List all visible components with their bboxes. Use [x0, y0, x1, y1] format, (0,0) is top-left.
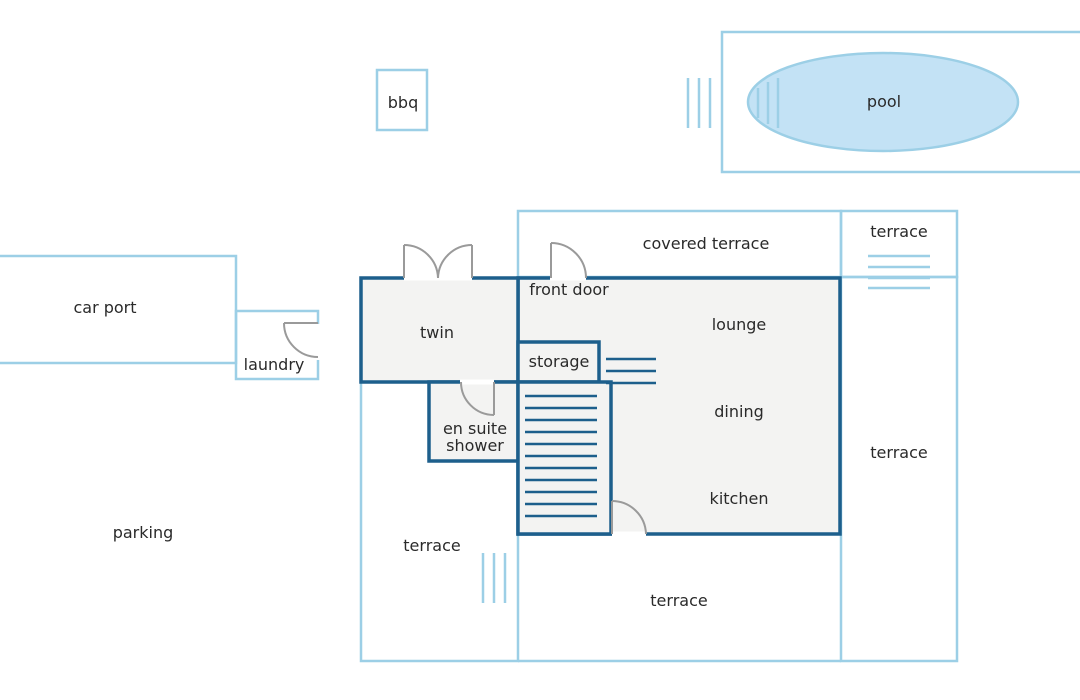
parking-label: parking — [113, 523, 174, 542]
terrace-left-outline — [359, 382, 520, 663]
bbq-label: bbq — [388, 93, 418, 112]
terrace-bottom-label: terrace — [650, 591, 707, 610]
pool-steps — [756, 78, 780, 128]
terrace-top-right-label: terrace — [870, 222, 927, 241]
front-door[interactable] — [550, 242, 587, 279]
kitchen-door[interactable] — [611, 500, 647, 535]
laundry-label: laundry — [244, 355, 305, 374]
en-suite-door[interactable] — [460, 381, 495, 416]
storage-side-stairs — [606, 357, 656, 385]
storage-label: storage — [529, 352, 590, 371]
twin-double-door[interactable] — [403, 244, 473, 279]
terrace-left-steps — [481, 553, 507, 603]
dining-label: dining — [714, 402, 763, 421]
pool-deck-steps — [686, 78, 712, 128]
car-port-label: car port — [73, 298, 136, 317]
bbq-outline — [375, 68, 429, 132]
car-port-outline — [0, 254, 238, 365]
laundry-door[interactable] — [283, 322, 319, 358]
covered-terrace-label: covered terrace — [643, 234, 770, 253]
en-suite-shower-label: shower — [446, 436, 504, 455]
lounge-label: lounge — [712, 315, 767, 334]
terrace-right-outline — [839, 275, 959, 663]
pool-water — [746, 51, 1020, 153]
interior-stairs — [525, 394, 597, 518]
staircase-box — [516, 380, 613, 536]
en-suite-label: en suite — [443, 419, 507, 438]
kitchen-label: kitchen — [710, 489, 769, 508]
terrace-top-right-steps — [868, 254, 930, 290]
terrace-left-label: terrace — [403, 536, 460, 555]
storage-room — [516, 340, 601, 384]
pool-deck-outline — [720, 30, 1080, 174]
pool-label: pool — [867, 92, 901, 111]
twin-label: twin — [420, 323, 454, 342]
front-door-label: front door — [529, 280, 609, 299]
terrace-right-label: terrace — [870, 443, 927, 462]
